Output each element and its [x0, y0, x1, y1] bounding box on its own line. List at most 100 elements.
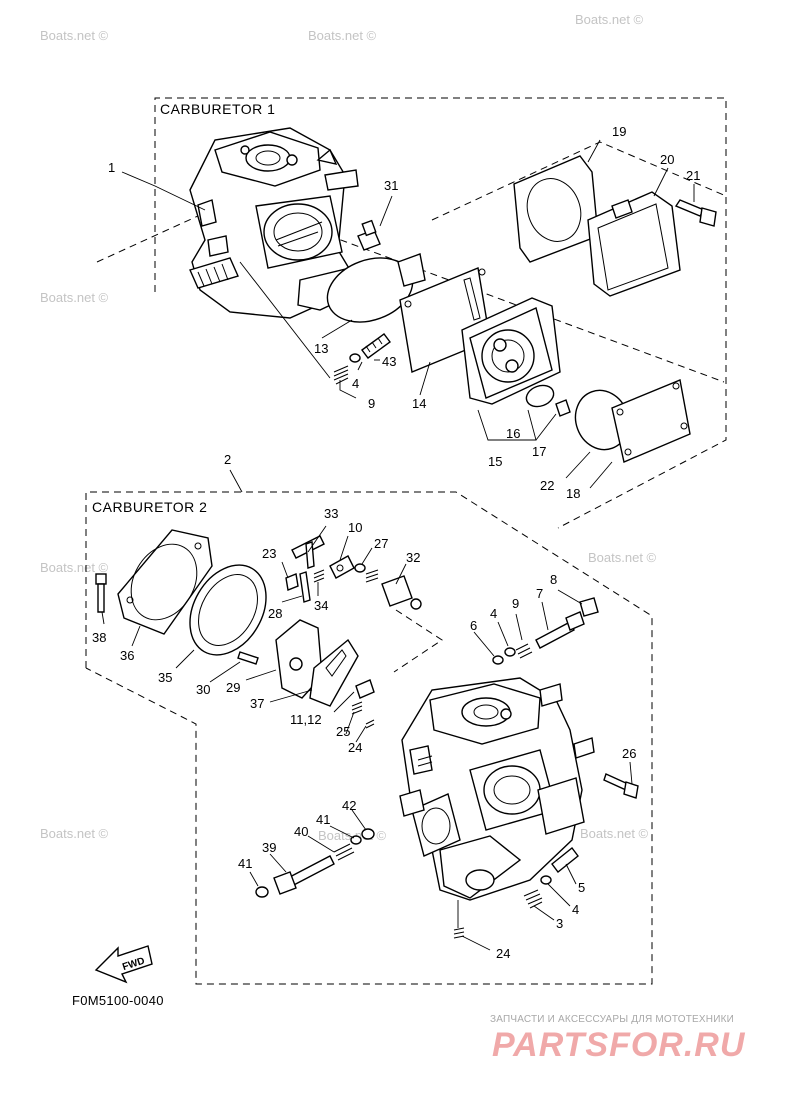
part-label-4: 4 — [352, 376, 359, 391]
part-11-12-screw — [355, 679, 375, 699]
part-label-43: 43 — [382, 354, 396, 369]
part-label-27: 27 — [374, 536, 388, 551]
part-label-21: 21 — [686, 168, 700, 183]
part-label-10: 10 — [348, 520, 362, 535]
carburetor-2-body — [399, 677, 595, 901]
part-23-screw — [285, 573, 299, 591]
part-30-screw — [237, 651, 259, 665]
figure-code: F0M5100-0040 — [72, 993, 164, 1008]
fwd-arrow-icon: FWD — [94, 945, 153, 984]
part-43-valve — [361, 333, 391, 359]
part-label-39: 39 — [262, 840, 276, 855]
watermark: Boats.net © — [580, 826, 649, 841]
part-34-spring — [313, 569, 325, 583]
part-label-24-lower: 24 — [496, 946, 510, 961]
part-28-pin — [299, 571, 311, 603]
part-29-pump-cover — [275, 619, 323, 699]
watermark: Boats.net © — [40, 290, 109, 305]
part-label-14: 14 — [412, 396, 426, 411]
part-39-needle — [273, 855, 335, 895]
part-label-26: 26 — [622, 746, 636, 761]
part-4-washer — [349, 353, 361, 363]
carburetor-2-boundary — [85, 491, 653, 985]
part-16-disc — [525, 384, 555, 408]
part-label-23: 23 — [262, 546, 276, 561]
gasket-region-boundary — [431, 141, 727, 221]
part-label-19: 19 — [612, 124, 626, 139]
part-label-28: 28 — [268, 606, 282, 621]
part-label-42: 42 — [342, 798, 356, 813]
part-label-9: 9 — [368, 396, 375, 411]
part-label-32: 32 — [406, 550, 420, 565]
part-label-13: 13 — [314, 341, 328, 356]
part-label-24: 24 — [348, 740, 362, 755]
part-27-spring — [365, 569, 379, 583]
part-label-22: 22 — [540, 478, 554, 493]
part-label-20: 20 — [660, 152, 674, 167]
watermark: Boats.net © — [40, 28, 109, 43]
carburetor-1-group: CARBURETOR 1 — [96, 97, 727, 529]
part-label-35: 35 — [158, 670, 172, 685]
leader-lines-group-2 — [101, 525, 633, 951]
part-label-36: 36 — [120, 648, 134, 663]
part-label-1: 1 — [108, 160, 115, 175]
carburetor-1-boundary — [154, 97, 727, 529]
part-label-4: 4 — [490, 606, 497, 621]
part-9-spring — [333, 365, 349, 385]
part-36-plate — [117, 529, 213, 635]
part-18-plate — [611, 379, 691, 463]
part-label-6: 6 — [470, 618, 477, 633]
part-label-9: 9 — [512, 596, 519, 611]
part-4-washer — [504, 647, 516, 657]
part-41-washer-lower — [255, 886, 269, 898]
part-40-spring — [333, 843, 355, 861]
part-7-needle — [535, 611, 585, 649]
part-38-bolt — [95, 573, 107, 613]
part-17-screw — [555, 399, 571, 417]
part-label-2: 2 — [224, 452, 231, 467]
watermark: Boats.net © — [588, 550, 657, 565]
part-label-37: 37 — [250, 696, 264, 711]
carburetor-2-inner-boundary — [393, 609, 443, 673]
watermark: Boats.net © — [40, 560, 109, 575]
part-label-15: 15 — [488, 454, 502, 469]
part-31-screw — [357, 219, 381, 251]
leader-lines-group-1 — [121, 139, 695, 489]
part-label-30: 30 — [196, 682, 210, 697]
part-label-34: 34 — [314, 598, 328, 613]
part-label-25: 25 — [336, 724, 350, 739]
part-label-16: 16 — [506, 426, 520, 441]
part-label-3: 3 — [556, 916, 563, 931]
part-10-plate — [329, 555, 355, 579]
part-label-41-lower: 41 — [238, 856, 252, 871]
part-33-lever — [291, 535, 325, 569]
part-15-pump-assembly — [461, 297, 561, 405]
part-label-41: 41 — [316, 812, 330, 827]
part-20-cover — [587, 191, 681, 297]
part-label-5: 5 — [578, 880, 585, 895]
watermark: Boats.net © — [40, 826, 109, 841]
part-label-29: 29 — [226, 680, 240, 695]
part-label-4-lower: 4 — [572, 902, 579, 917]
part-label-33: 33 — [324, 506, 338, 521]
part-27-o-ring — [354, 563, 366, 573]
part-3-spring — [523, 889, 543, 909]
brand-logo: PARTSFOR.RU — [492, 1026, 746, 1064]
part-19-gasket — [513, 155, 599, 263]
part-label-38: 38 — [92, 630, 106, 645]
carburetor-2-group: 2 CARBURETOR 2 — [85, 452, 653, 985]
part-42-o-ring — [361, 828, 375, 840]
watermark: Boats.net © — [308, 28, 377, 43]
labels-group-2: 38 36 35 30 29 37 23 28 33 34 10 27 32 6… — [92, 506, 636, 961]
part-37-gasket — [309, 638, 359, 707]
part-label-7: 7 — [536, 586, 543, 601]
part-35-diaphragm — [189, 564, 267, 656]
part-9-spring — [515, 643, 533, 659]
part-label-17: 17 — [532, 444, 546, 459]
group-title-carburetor-2: CARBURETOR 2 — [92, 499, 207, 515]
part-24-spring — [365, 719, 375, 729]
part-label-11-12: 11,12 — [290, 712, 322, 727]
part-26-bolt — [603, 773, 639, 799]
part-label-31: 31 — [384, 178, 398, 193]
